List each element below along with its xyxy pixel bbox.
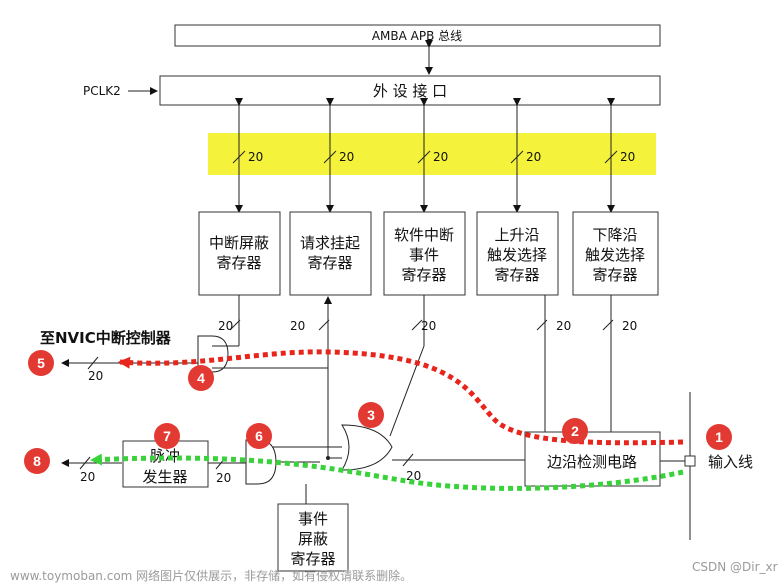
svg-text:3: 3 <box>367 407 375 423</box>
register-line: 触发选择 <box>585 246 645 264</box>
bus-width-label: 20 <box>433 150 448 164</box>
step-badge-2: 2 <box>562 418 588 444</box>
pulse-generator-line2: 发生器 <box>142 468 187 486</box>
step-badge-4: 4 <box>188 365 214 391</box>
register-line: 寄存器 <box>216 254 261 272</box>
input-line-label: 输入线 <box>708 453 753 471</box>
bus-width-label: 20 <box>248 150 263 164</box>
register-line: 寄存器 <box>307 254 352 272</box>
bus-width-label: 20 <box>526 150 541 164</box>
bus-width-label: 20 <box>620 150 635 164</box>
svg-text:5: 5 <box>37 355 45 371</box>
event-mask-line3: 寄存器 <box>290 550 335 568</box>
register-line: 事件 <box>409 246 439 264</box>
svg-text:6: 6 <box>255 428 263 444</box>
register-line: 软件中断 <box>394 226 454 244</box>
nvic-label: 至NVIC中断控制器 <box>40 329 172 347</box>
edge-detect-label: 边沿检测电路 <box>547 453 637 471</box>
watermark-right: CSDN @Dir_xr <box>692 560 778 574</box>
pending-request-register: 请求挂起 寄存器 <box>289 211 372 296</box>
line-width-label: 20 <box>421 319 436 333</box>
step-badge-8: 8 <box>24 448 50 474</box>
svg-text:1: 1 <box>715 429 723 445</box>
event-path <box>90 453 684 491</box>
step-badge-6: 6 <box>246 423 272 449</box>
svg-text:8: 8 <box>33 453 41 469</box>
register-bus-lines <box>232 98 618 213</box>
line-width-label: 20 <box>216 471 231 485</box>
line-width-label: 20 <box>80 470 95 484</box>
step-badge-5: 5 <box>28 350 54 376</box>
event-mask-line2: 屏蔽 <box>298 530 328 548</box>
bus-width-highlight <box>208 133 656 175</box>
watermark-left: www.toymoban.com 网络图片仅供展示，非存储，如有侵权请联系删除。 <box>10 568 412 583</box>
line-width-label: 20 <box>88 369 103 383</box>
line-width-label: 20 <box>622 319 637 333</box>
software-interrupt-event-register: 软件中断 事件 寄存器 <box>383 211 466 296</box>
register-line: 寄存器 <box>401 266 446 284</box>
svg-text:7: 7 <box>163 428 171 444</box>
peripheral-interface <box>159 75 661 106</box>
line-width-label: 20 <box>556 319 571 333</box>
line-width-label: 20 <box>290 319 305 333</box>
step-badge-3: 3 <box>358 402 384 428</box>
register-line: 寄存器 <box>494 266 539 284</box>
step-badge-1: 1 <box>706 424 732 450</box>
interrupt-mask-register: 中断屏蔽 寄存器 <box>198 211 281 296</box>
pclk2-label: PCLK2 <box>83 84 121 98</box>
peripheral-interface-label: 外 设 接 口 <box>373 82 447 100</box>
amba-apb-bus-label: AMBA APB 总线 <box>372 29 462 43</box>
register-line: 触发选择 <box>487 246 547 264</box>
register-line: 下降沿 <box>592 226 637 244</box>
register-line: 中断屏蔽 <box>209 234 269 252</box>
falling-trigger-select-register: 下降沿 触发选择 寄存器 <box>572 211 659 296</box>
register-line: 寄存器 <box>592 266 637 284</box>
register-line: 上升沿 <box>494 226 539 244</box>
svg-text:4: 4 <box>197 370 205 386</box>
event-mask-line1: 事件 <box>298 510 328 528</box>
event-mask-register <box>277 503 349 572</box>
amba-apb-bus <box>174 24 661 47</box>
line-width-label: 20 <box>218 319 233 333</box>
bus-width-label: 20 <box>339 150 354 164</box>
register-line: 请求挂起 <box>300 234 360 252</box>
svg-text:2: 2 <box>571 423 579 439</box>
step-badge-7: 7 <box>154 423 180 449</box>
rising-trigger-select-register: 上升沿 触发选择 寄存器 <box>476 211 559 296</box>
interrupt-path <box>118 349 684 446</box>
